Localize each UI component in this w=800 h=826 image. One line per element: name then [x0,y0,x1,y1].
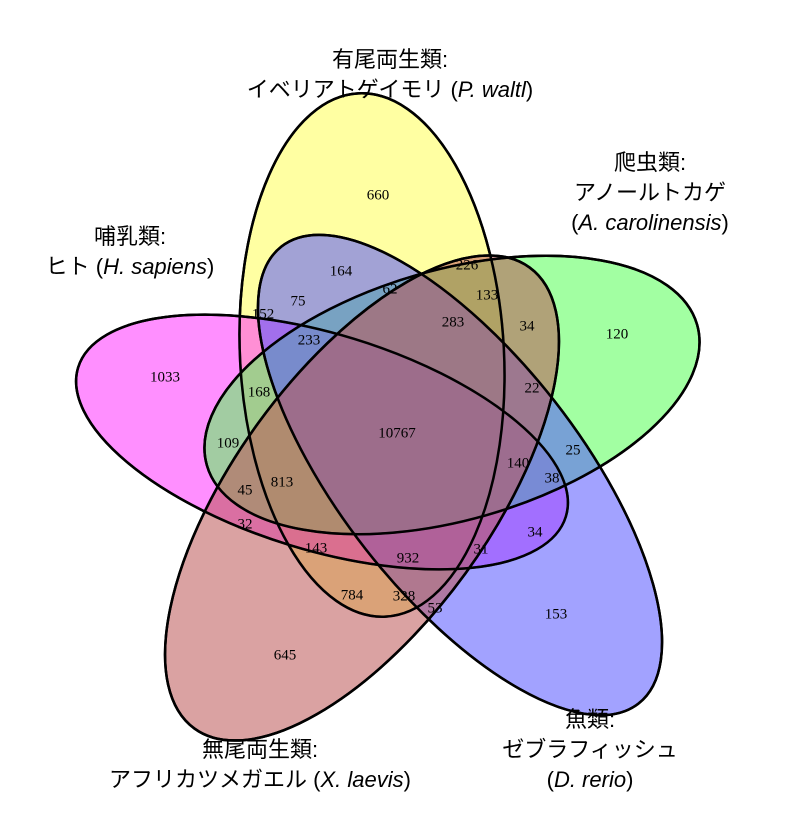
region-count: 784 [341,587,364,603]
label-lizard: 爬虫類: アノールトカゲ (A. carolinensis) [540,148,760,238]
region-count: 109 [217,435,240,451]
region-count: 31 [474,541,489,557]
label-lizard-paren-end: ) [721,210,729,235]
region-count: 25 [566,442,581,458]
label-frog-sci: X. laevis [320,767,404,792]
region-count: 22 [525,380,540,396]
region-count: 328 [393,588,416,604]
region-count: 140 [507,455,530,471]
region-count: 120 [606,326,629,342]
label-frog-paren: ) [403,767,411,792]
region-count: 226 [456,257,479,273]
region-count: 45 [238,482,253,498]
label-human-common: ヒト ( [45,254,104,279]
region-count: 233 [298,332,321,348]
region-count: 813 [271,474,294,490]
label-fish-sci: D. rerio [553,767,627,792]
label-lizard-common: アノールトカゲ [573,180,727,205]
label-lizard-sci: A. carolinensis [578,210,722,235]
region-count: 143 [305,540,328,556]
label-fish-common: ゼブラフィッシュ [502,737,678,762]
label-newt: 有尾両生類: イベリアトゲイモリ (P. waltl) [200,45,580,105]
label-human-sci: H. sapiens [103,254,208,279]
region-count: 34 [520,318,536,334]
region-count: 164 [330,263,353,279]
label-fish-class: 魚類: [564,707,616,732]
region-count: 32 [238,516,253,532]
region-count: 75 [291,293,306,309]
label-lizard-paren: ( [571,210,579,235]
region-count: 62 [383,281,398,297]
label-fish-paren: ( [546,767,554,792]
region-count: 1033 [150,369,180,385]
region-count: 168 [248,384,271,400]
label-newt-class: 有尾両生類: [331,47,449,72]
label-newt-common: イベリアトゲイモリ ( [246,77,458,102]
label-frog-class: 無尾両生類: [201,737,319,762]
label-newt-paren: ) [525,77,534,102]
label-newt-sci: P. waltl [457,77,526,102]
label-lizard-class: 爬虫類: [613,150,687,175]
label-human-paren: ) [207,254,215,279]
region-count: 53 [428,600,443,616]
label-frog: 無尾両生類: アフリカツメガエル (X. laevis) [60,735,460,795]
label-human: 哺乳類: ヒト (H. sapiens) [20,222,240,282]
region-count: 645 [274,647,297,663]
label-human-class: 哺乳類: [93,224,167,249]
region-count: 660 [367,187,390,203]
region-count: 38 [545,470,560,486]
region-count: 283 [442,314,465,330]
region-count: 153 [545,606,568,622]
region-count: 133 [476,287,499,303]
label-fish-paren-end: ) [626,767,634,792]
region-count: 932 [397,550,420,566]
region-count: 10767 [378,425,416,441]
region-count: 152 [252,306,275,322]
region-count: 34 [528,524,544,540]
label-frog-common: アフリカツメガエル ( [109,767,321,792]
label-fish: 魚類: ゼブラフィッシュ (D. rerio) [480,705,700,795]
